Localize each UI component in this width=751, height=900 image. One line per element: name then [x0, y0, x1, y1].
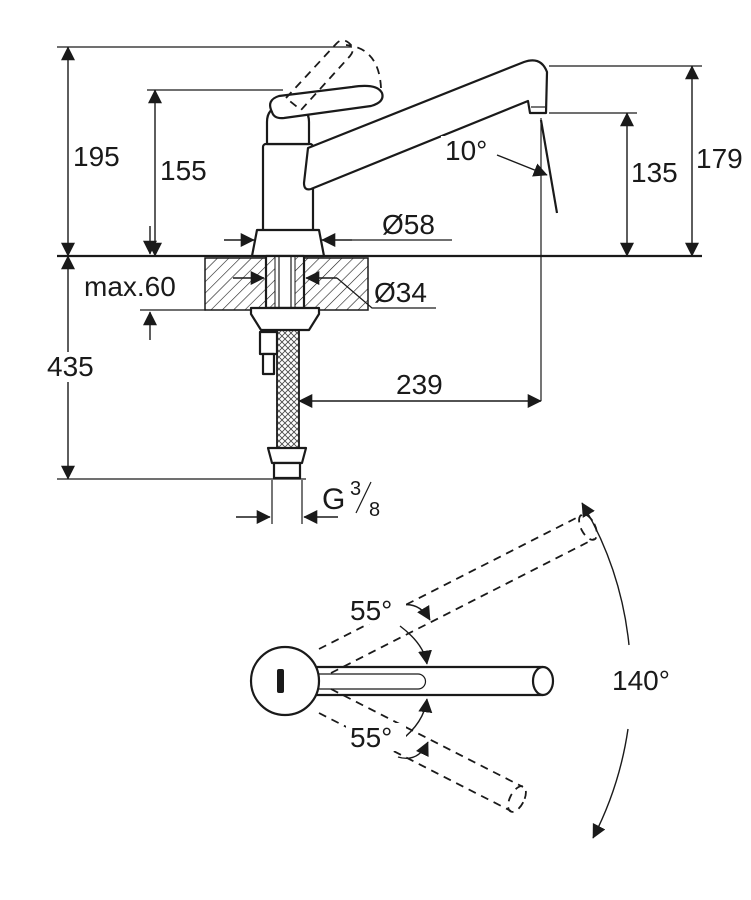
- lever-height-label: 155: [160, 155, 207, 186]
- swivel-angle-lower-dim: 55°: [346, 698, 433, 760]
- hose-connector: [272, 461, 302, 480]
- upper-arm-end-cap: [578, 513, 598, 541]
- side-view-dimensions: 195 155 179 135 10° Ø58: [42, 46, 743, 524]
- shank-diameter-label: Ø34: [374, 277, 427, 308]
- lever-raised-dashed: [285, 39, 354, 111]
- outlet-height-label: 135: [631, 157, 678, 188]
- swivel-up-label: 55°: [350, 595, 392, 626]
- spout-top-height-label: 179: [696, 143, 743, 174]
- spout-end-cap: [531, 665, 555, 697]
- fraction-slash: [355, 481, 372, 514]
- top-view: 140° 55° 55°: [249, 502, 696, 839]
- thread-denominator-label: 8: [369, 499, 380, 521]
- spout-reach-label: 239: [396, 369, 443, 400]
- shank-wall-left: [265, 255, 276, 309]
- swivel-angle-upper-dim: 55°: [346, 595, 432, 665]
- swivel-position-upper: [318, 513, 598, 674]
- side-view: 195 155 179 135 10° Ø58: [42, 39, 743, 524]
- swivel-down-label: 55°: [350, 722, 392, 753]
- thread-numerator-label: 3: [350, 478, 361, 500]
- thread-g-label: G: [322, 483, 345, 516]
- shank-wall-right: [294, 255, 305, 309]
- lever-handle: [269, 84, 384, 120]
- outlet-angle-label: 10°: [445, 135, 487, 166]
- swivel-arc: 140°: [581, 502, 696, 839]
- faucet-body: [250, 39, 549, 258]
- mounting-nut: [249, 306, 321, 332]
- outlet-axis-line: [539, 119, 559, 214]
- swivel-total-label: 140°: [612, 665, 670, 696]
- lower-arm-end-cap: [507, 785, 527, 813]
- base-circle: [249, 645, 321, 717]
- total-height-label: 195: [73, 141, 120, 172]
- check-valve-upper: [258, 330, 279, 356]
- spout: [302, 59, 549, 191]
- counter-hatch-right: [303, 257, 369, 311]
- outlet-reference-lines: [539, 118, 559, 401]
- check-valve-lower: [261, 352, 276, 376]
- lever-motion-arc: [345, 44, 382, 89]
- below-counter-length-label: 435: [47, 351, 94, 382]
- base-diameter-label: Ø58: [382, 209, 435, 240]
- counter-thickness-label: max.60: [84, 271, 176, 302]
- top-view-base: [249, 645, 321, 717]
- top-view-spout: [303, 665, 555, 697]
- hose-nut: [266, 446, 308, 465]
- base-slot: [277, 669, 284, 693]
- under-counter-assembly: [249, 254, 321, 480]
- counter-hatch-left: [204, 257, 267, 311]
- counter-section: [57, 254, 702, 311]
- base-escutcheon: [250, 228, 326, 258]
- flexible-hose: [276, 329, 300, 449]
